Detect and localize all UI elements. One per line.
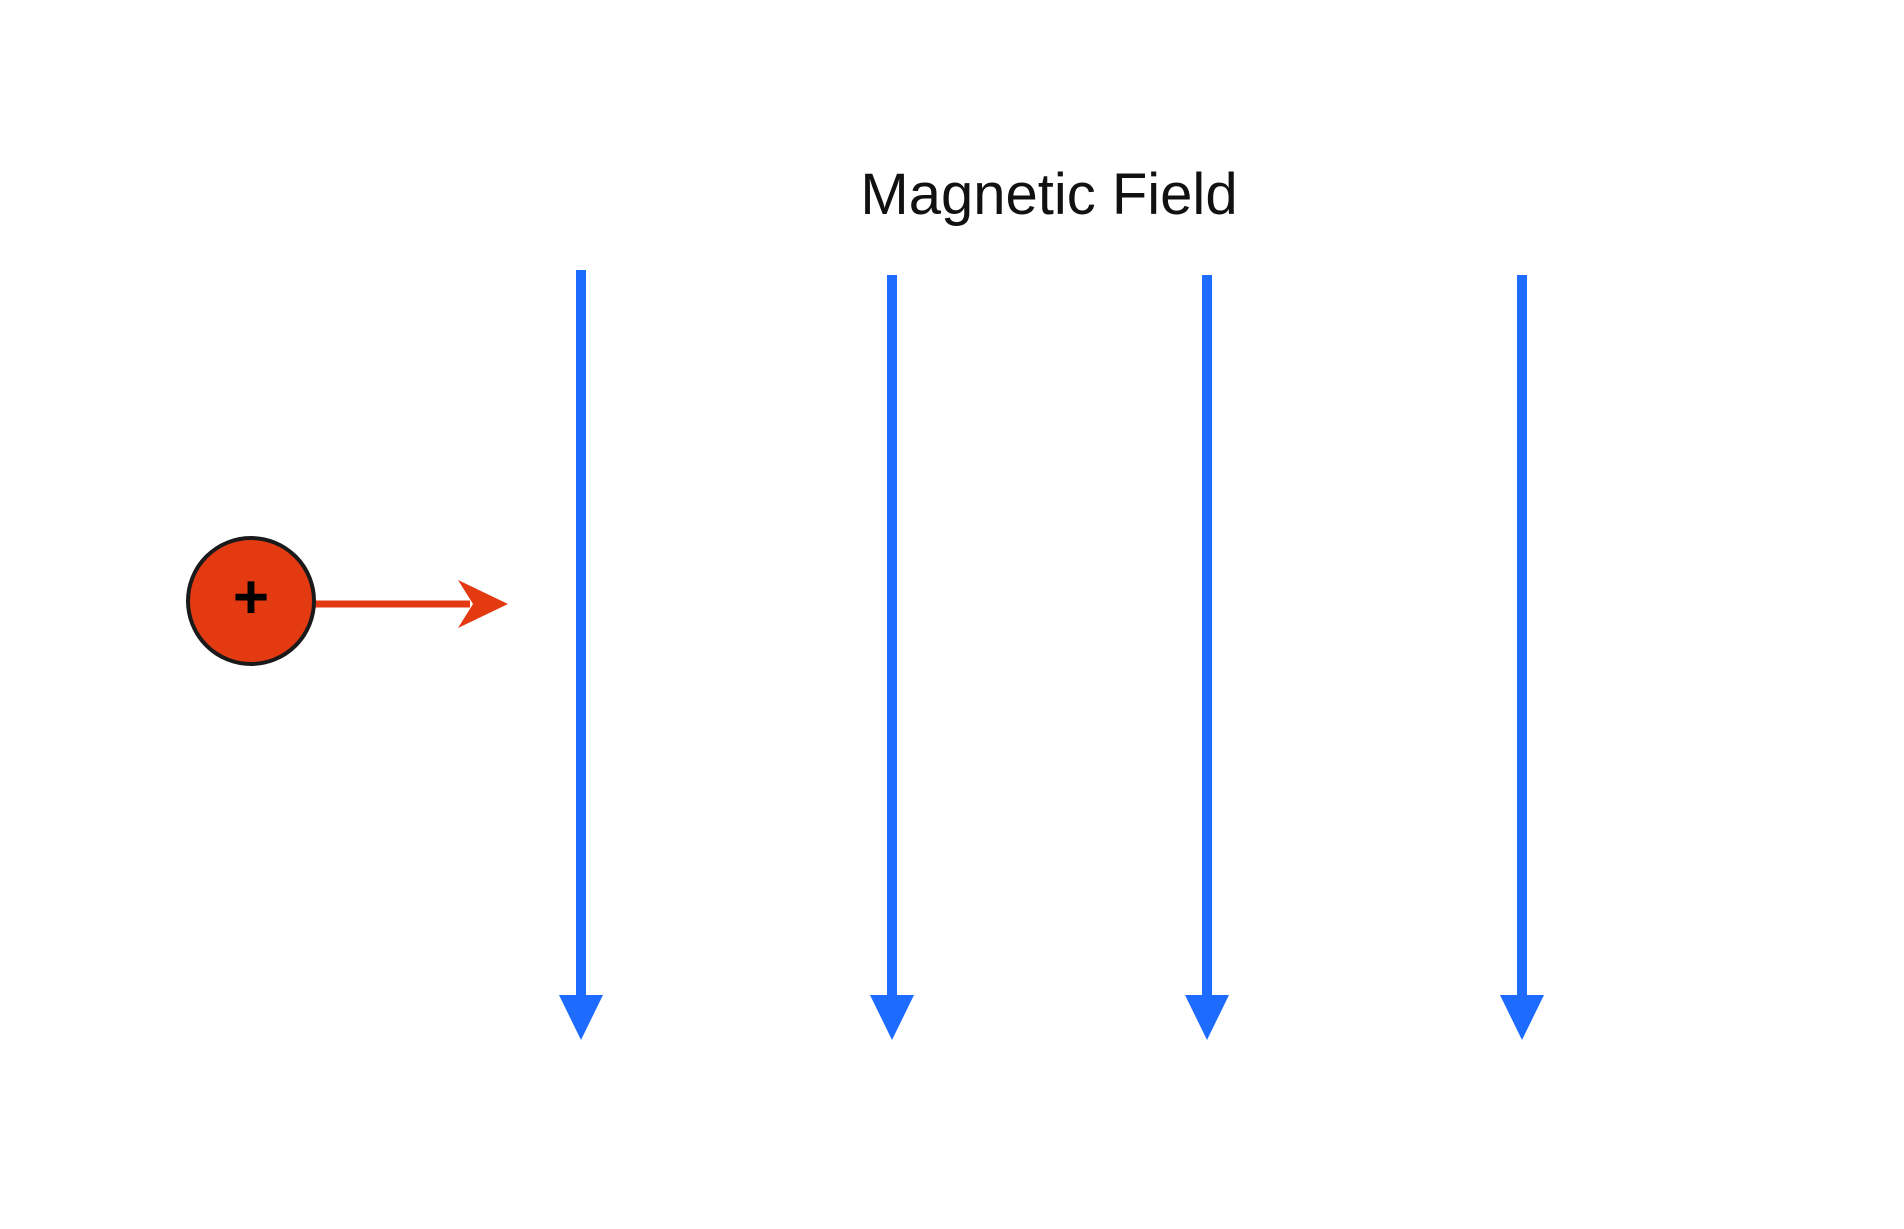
- charge-symbol: +: [233, 563, 269, 632]
- field-line-3: [1185, 275, 1229, 1040]
- field-title: Magnetic Field: [860, 162, 1238, 227]
- field-line-4: [1500, 275, 1544, 1040]
- field-line-1: [559, 270, 603, 1040]
- field-lines: [559, 270, 1544, 1040]
- velocity-arrow: [314, 580, 508, 628]
- field-line-2: [870, 275, 914, 1040]
- positive-charge: +: [186, 536, 316, 666]
